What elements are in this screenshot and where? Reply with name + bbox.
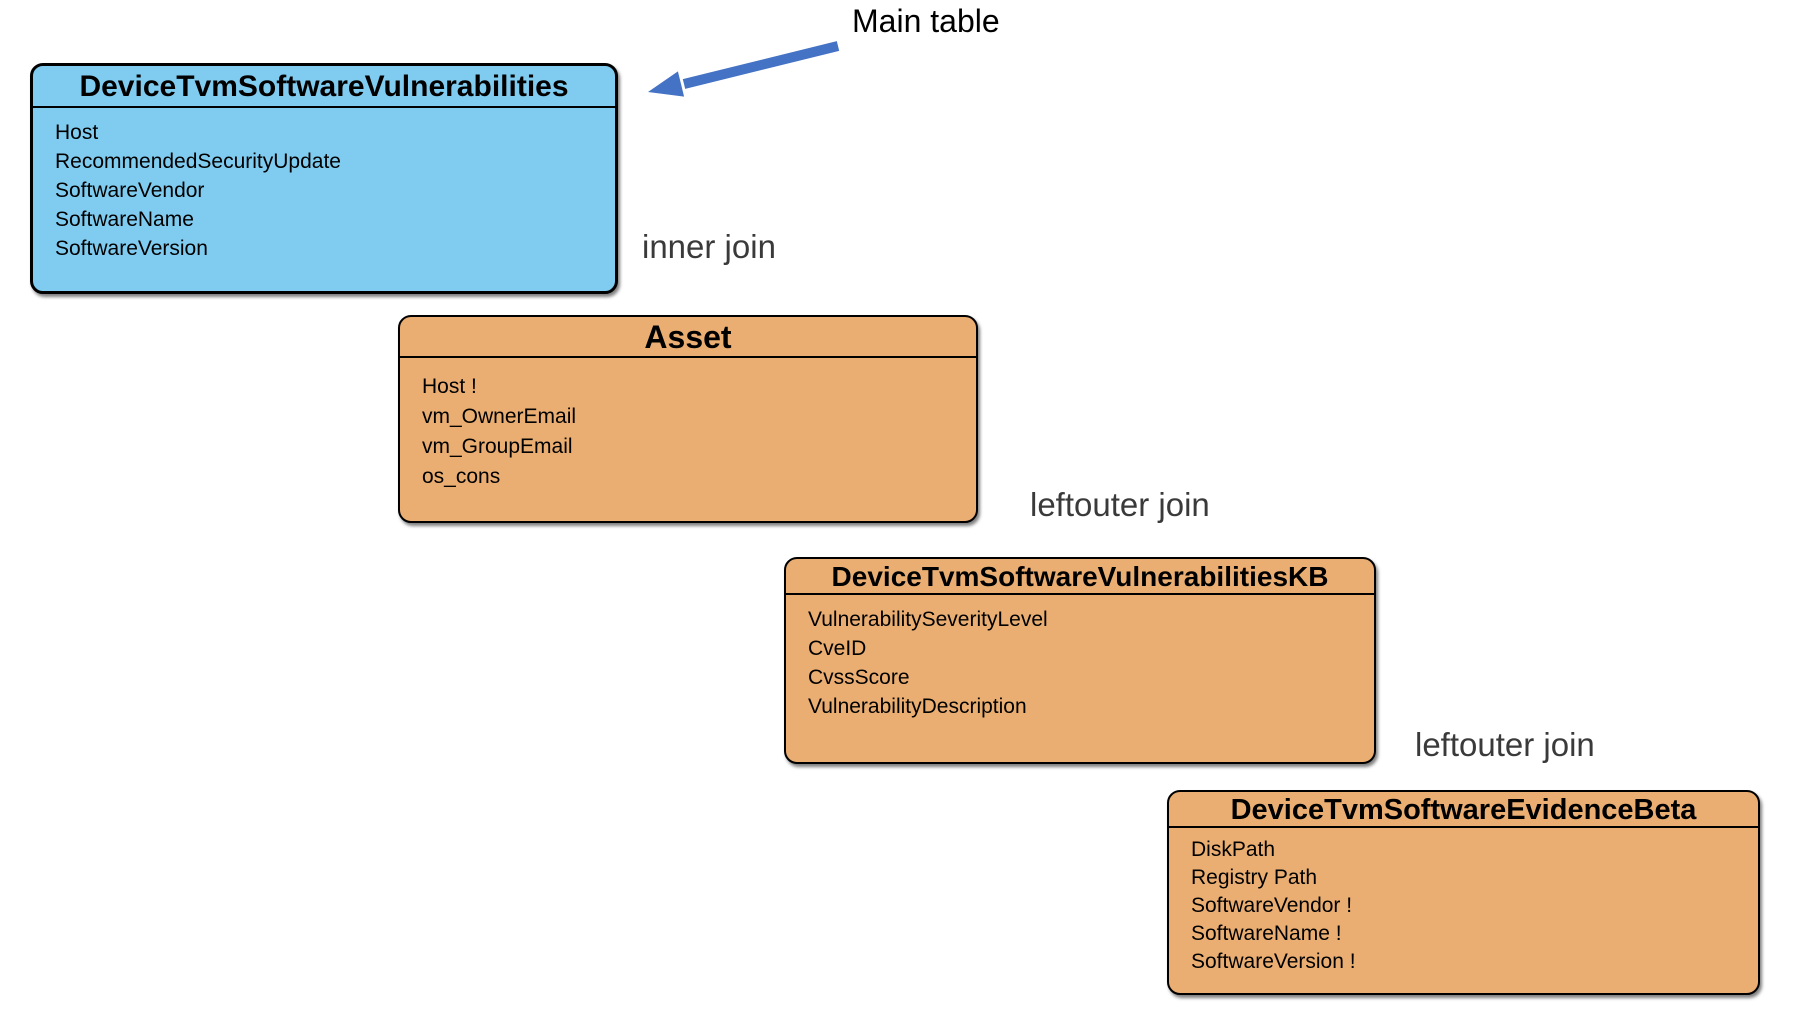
table-box-devicetvmsoftwareevidencebeta: DeviceTvmSoftwareEvidenceBeta DiskPath R…	[1167, 790, 1760, 995]
field-row: SoftwareVersion !	[1191, 950, 1356, 973]
field-row: SoftwareName	[55, 208, 194, 231]
table-title: DeviceTvmSoftwareVulnerabilitiesKB	[786, 559, 1374, 595]
field-row: DiskPath	[1191, 838, 1276, 861]
table-field-list: Host RecommendedSecurityUpdate SoftwareV…	[33, 108, 615, 263]
field-row: CvssScore	[808, 666, 910, 689]
field-row: SoftwareName !	[1191, 922, 1342, 945]
field-row: CveID	[808, 637, 867, 660]
field-row: VulnerabilitySeverityLevel	[808, 608, 1048, 631]
field-row: Host !	[422, 375, 477, 398]
table-field-list: DiskPath Registry Path SoftwareVendor ! …	[1169, 828, 1758, 976]
table-box-devicetvmsoftwarevulnerabilities: DeviceTvmSoftwareVulnerabilities Host Re…	[30, 63, 618, 294]
field-row: os_cons	[422, 465, 501, 488]
table-field-list: Host ! vm_OwnerEmail vm_GroupEmail os_co…	[400, 358, 976, 492]
field-row: SoftwareVersion	[55, 237, 208, 260]
join-label-inner: inner join	[642, 228, 776, 265]
main-table-label: Main table	[852, 3, 1000, 39]
field-row: SoftwareVendor	[55, 179, 205, 202]
field-row: vm_GroupEmail	[422, 435, 573, 458]
table-box-devicetvmsoftwarevulnerabilitieskb: DeviceTvmSoftwareVulnerabilitiesKB Vulne…	[784, 557, 1376, 764]
table-box-asset: Asset Host ! vm_OwnerEmail vm_GroupEmail…	[398, 315, 978, 523]
join-label-leftouter-2: leftouter join	[1415, 726, 1595, 763]
field-row: vm_OwnerEmail	[422, 405, 577, 428]
field-row: VulnerabilityDescription	[808, 695, 1027, 718]
table-field-list: VulnerabilitySeverityLevel CveID CvssSco…	[786, 595, 1374, 721]
field-row: SoftwareVendor !	[1191, 894, 1353, 917]
field-row: RecommendedSecurityUpdate	[55, 150, 341, 173]
join-label-leftouter-1: leftouter join	[1030, 486, 1210, 523]
table-title: Asset	[400, 317, 976, 358]
table-title: DeviceTvmSoftwareEvidenceBeta	[1169, 792, 1758, 828]
field-row: Host	[55, 121, 99, 144]
field-row: Registry Path	[1191, 866, 1318, 889]
table-title: DeviceTvmSoftwareVulnerabilities	[33, 66, 615, 108]
